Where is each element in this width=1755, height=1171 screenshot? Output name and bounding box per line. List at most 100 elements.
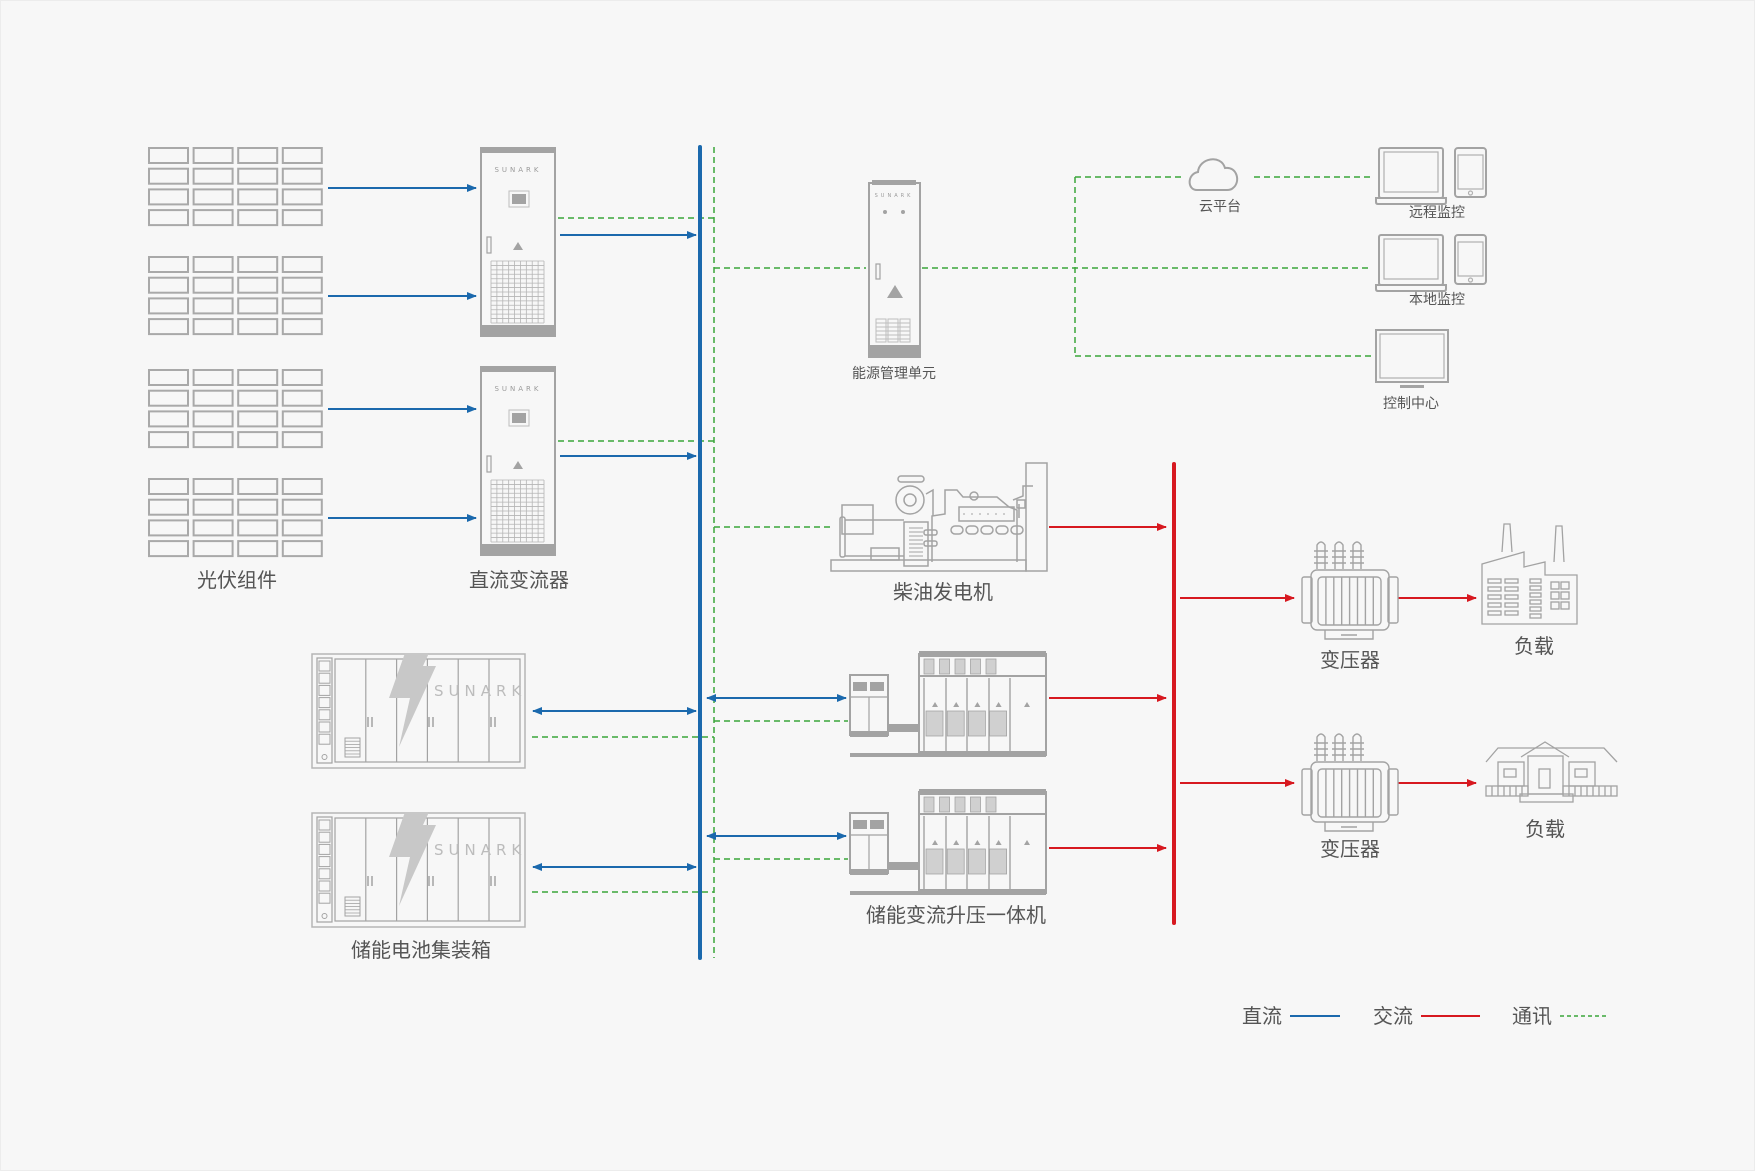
pv-panel [192, 167, 234, 185]
lightning-logo-icon [362, 812, 436, 906]
control-button-icon [318, 831, 331, 843]
pv-panel [148, 318, 189, 336]
pv-panel [148, 540, 189, 558]
control-button-icon [318, 843, 331, 855]
pv-panel [237, 369, 279, 386]
control-button-icon [318, 684, 331, 696]
remote-monitor-phone-icon[interactable] [1454, 147, 1487, 198]
brand-logo: SUNARK [875, 193, 914, 199]
warning-triangle-icon [1024, 702, 1030, 707]
cable-bridge [888, 862, 920, 870]
bushing-icon [1316, 541, 1326, 569]
pv-panel [192, 297, 234, 315]
pv-panel [281, 318, 323, 336]
module-rack-icon [946, 710, 965, 737]
load-factory-icon[interactable] [1481, 523, 1578, 625]
radiator-right [1387, 768, 1399, 816]
transformer-2-label: 变压器 [1320, 837, 1380, 861]
brand-logo: SUNARK [494, 385, 541, 393]
display-screen-fill [512, 413, 526, 423]
transformer-2-icon[interactable] [1301, 733, 1399, 832]
pcs-booster-1[interactable] [849, 651, 1047, 757]
vent-grid-lines [490, 479, 545, 543]
cable-bridge [888, 724, 920, 732]
pv-label: 光伏组件 [197, 568, 277, 592]
legend: 直流 交流 通讯 [1242, 1004, 1608, 1028]
vent-grid-lines [490, 260, 545, 324]
warning-triangle-icon [513, 461, 523, 469]
battery-container-1[interactable]: SUNARK [311, 653, 526, 769]
brand-logo: SUNARK [434, 841, 526, 859]
transformer-vent-icon [954, 658, 966, 675]
pv-panel [281, 147, 323, 164]
pv-arrays [148, 147, 323, 558]
pv-panel [192, 389, 234, 407]
module-rack-icon [968, 710, 986, 737]
dc-converter-2[interactable]: SUNARK [480, 366, 556, 556]
cabinet-base [480, 544, 556, 556]
transformer-1-icon[interactable] [1301, 541, 1399, 640]
pv-panel [192, 478, 234, 495]
dc-converter-label: 直流变流器 [469, 568, 569, 592]
pv-array-1[interactable] [148, 147, 323, 227]
pv-panel [148, 256, 189, 273]
control-button-icon [318, 721, 331, 733]
diesel-generator-icon[interactable] [830, 462, 1048, 572]
control-center-label: 控制中心 [1383, 396, 1439, 412]
pv-panel [148, 188, 189, 206]
control-button-icon [318, 819, 331, 831]
bushing-icon [1352, 541, 1362, 569]
cabinet-top [480, 147, 556, 153]
transformer-tank [1310, 569, 1390, 631]
transformer-base [1324, 822, 1374, 832]
pv-panel [237, 318, 279, 336]
load-house-icon[interactable] [1485, 741, 1618, 803]
dc-converter-1[interactable]: SUNARK [480, 147, 556, 337]
brand-logo: SUNARK [494, 166, 541, 174]
pv-panel [281, 297, 323, 315]
load-2-label: 负载 [1525, 817, 1565, 841]
pv-panel [237, 519, 279, 537]
warning-triangle-icon [932, 840, 938, 845]
control-button-icon [318, 880, 331, 892]
pv-panel [237, 498, 279, 516]
pv-panel [192, 209, 234, 227]
indicator-icon [321, 913, 328, 919]
radiator-left [1301, 576, 1313, 624]
door-handle-icon [490, 876, 496, 886]
bushing-icon [1316, 733, 1326, 761]
cloud-label: 云平台 [1199, 199, 1241, 215]
skid-base [850, 891, 1046, 895]
pcs-display [870, 682, 884, 691]
pv-panel [237, 540, 279, 558]
display-screen-icon [508, 190, 530, 208]
pv-panel [148, 276, 189, 294]
local-monitor-laptop-icon[interactable] [1375, 234, 1447, 292]
pv-panel [192, 147, 234, 164]
pv-panel [192, 519, 234, 537]
remote-monitor-laptop-icon[interactable] [1375, 147, 1447, 205]
pv-array-2[interactable] [148, 256, 323, 336]
pv-panel [237, 431, 279, 449]
pv-panel [148, 498, 189, 516]
local-monitor-phone-icon[interactable] [1454, 234, 1487, 285]
pcs-display [853, 682, 867, 691]
control-center-monitor-icon[interactable] [1375, 329, 1449, 388]
brand-logo: SUNARK [434, 682, 526, 700]
bushing-rings [1350, 742, 1364, 756]
pv-panel [192, 318, 234, 336]
battery-container-2[interactable]: SUNARK [311, 812, 526, 928]
door-handle-icon [428, 876, 434, 886]
pcs-booster-2[interactable] [849, 789, 1047, 895]
pv-array-4[interactable] [148, 478, 323, 558]
module-rack-icon [925, 848, 944, 875]
cloud-icon[interactable] [1188, 158, 1239, 191]
door-handle-icon [490, 717, 496, 727]
control-button-icon [318, 709, 331, 721]
pv-array-3[interactable] [148, 369, 323, 449]
pv-panel [281, 498, 323, 516]
pv-panel [148, 147, 189, 164]
pv-panel [192, 431, 234, 449]
ems-cabinet[interactable]: SUNARK [868, 180, 921, 358]
module-rack-icon [989, 710, 1008, 737]
